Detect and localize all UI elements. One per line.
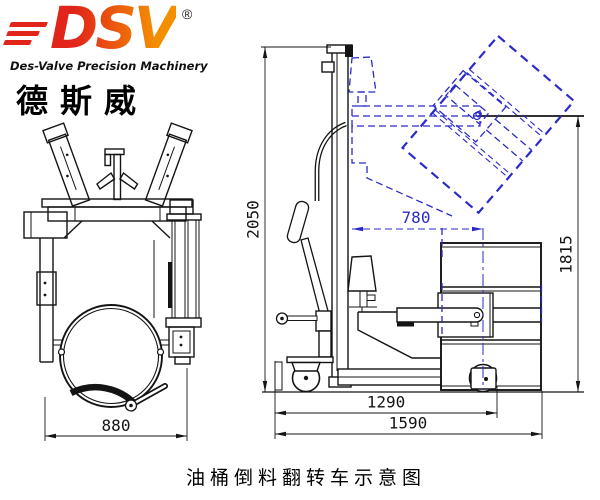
center-crank-handle [96, 148, 139, 201]
oil-tank [347, 255, 377, 312]
push-handle [314, 121, 347, 201]
left-cradle-arm [42, 122, 91, 207]
logo-brand-text: DSV [50, 0, 179, 62]
dim-text-1290: 1290 [367, 393, 406, 412]
phantom-tilted-drum [400, 34, 576, 215]
fork-arm [396, 307, 484, 323]
dim-overall-length-1590: 1590 [274, 361, 543, 439]
hydraulic-cylinder [286, 330, 334, 364]
clamp-carriage [396, 292, 541, 338]
logo-tagline: Des-Valve Precision Machinery [10, 59, 208, 73]
front-view [23, 122, 202, 413]
dim-text-1590: 1590 [389, 414, 428, 433]
dim-text-880: 880 [102, 416, 131, 435]
phantom-carriage-slide [351, 126, 453, 217]
caster-wheel [274, 361, 321, 393]
dimensions: 880 2050 780 1815 [44, 46, 581, 441]
dim-tilt-reach-780: 780 [352, 208, 483, 232]
dim-overall-height-2050: 2050 [244, 46, 331, 392]
registered-trademark-icon: ® [182, 6, 193, 22]
dim-text-1815: 1815 [557, 235, 576, 274]
dsv-logo: DSV ® Des-Valve Precision Machinery 德斯威 [2, 0, 210, 119]
phantom-drum-projection [441, 228, 543, 337]
right-post-clamp [160, 199, 202, 365]
phantom-tilted-assembly [348, 34, 576, 390]
dim-wheelbase-1290: 1290 [275, 386, 498, 418]
dim-front-width-880: 880 [44, 368, 188, 441]
drawing-caption: 油桶倒料翻转车示意图 [185, 468, 426, 489]
dim-text-2050: 2050 [244, 200, 263, 239]
phantom-tank [348, 56, 377, 107]
logo-chinese-name: 德斯威 [16, 83, 149, 119]
dim-text-780: 780 [402, 208, 431, 227]
pump-lever [275, 200, 332, 332]
drum-ring-front [57, 304, 165, 408]
side-view [262, 44, 584, 393]
right-cradle-arm [144, 122, 193, 207]
left-post [23, 211, 68, 363]
dim-dump-height-1815: 1815 [557, 116, 581, 392]
logo-brand-row: DSV ® [2, 0, 210, 62]
clamp-lever [124, 383, 168, 412]
